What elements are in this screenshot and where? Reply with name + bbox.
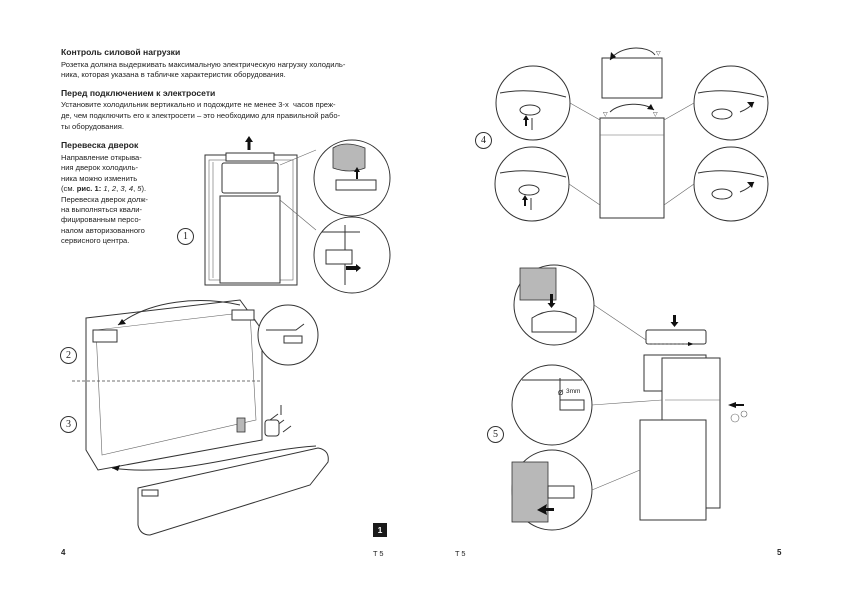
door-line-6: на выполняться квали- xyxy=(61,205,143,215)
svg-text:▽: ▽ xyxy=(656,51,661,57)
figure-badge: 1 xyxy=(373,523,387,537)
arrow-down-icon xyxy=(670,315,679,327)
power-load-line-1: Розетка должна выдерживать максимальную … xyxy=(61,60,346,69)
before-connect-line-3: ты оборудования. xyxy=(61,122,125,131)
svg-text:▽: ▽ xyxy=(653,112,658,118)
dimension-label: 3mm xyxy=(566,388,581,395)
arrow-right-icon xyxy=(728,402,744,408)
before-connect-line-1: Установите холодильник вертикально и под… xyxy=(61,100,336,109)
door-line-8: налом авторизованного xyxy=(61,225,145,235)
page-number-left: 4 xyxy=(61,548,66,557)
hinge-icon xyxy=(264,419,280,437)
heading-door-reversal: Перевеска дверок xyxy=(61,140,139,150)
door-line-4: (см. рис. 1: 1, 2, 3, 4, 5). xyxy=(61,184,147,194)
figure-label-5: 5 xyxy=(487,426,504,443)
page-number-right: 5 xyxy=(777,548,782,557)
svg-text:Ø: Ø xyxy=(558,390,564,397)
door-line-3: ника можно изменить xyxy=(61,173,138,183)
figure-label-4: 4 xyxy=(475,132,492,149)
door-line-1: Направление открыва- xyxy=(61,153,142,162)
figure-label-2: 2 xyxy=(60,347,77,364)
model-code-right: T 5 xyxy=(455,549,466,558)
power-load-line-2: ника, которая указана в табличке характе… xyxy=(61,70,286,79)
figure-label-3: 3 xyxy=(60,416,77,433)
door-line-2: ния дверок холодиль- xyxy=(61,163,139,173)
heading-power-load: Контроль силовой нагрузки xyxy=(61,47,181,57)
door-line-5: Перевеска дверок долж- xyxy=(61,194,148,204)
before-connect-line-2: де, чем подключить его к электросети – э… xyxy=(61,111,341,120)
figure-label-1: 1 xyxy=(177,228,194,245)
arrow-up-icon xyxy=(523,115,529,126)
heading-before-connect: Перед подключением к электросети xyxy=(61,88,216,98)
model-code-left: T 5 xyxy=(373,549,384,558)
door-line-7: фицированным персо- xyxy=(61,215,142,225)
arrow-up-icon xyxy=(245,136,253,150)
door-reversal-text: Направление открыва- ния дверок холодиль… xyxy=(61,153,163,247)
door-line-9: сервисного центра. xyxy=(61,236,130,246)
svg-text:▽: ▽ xyxy=(603,112,608,118)
